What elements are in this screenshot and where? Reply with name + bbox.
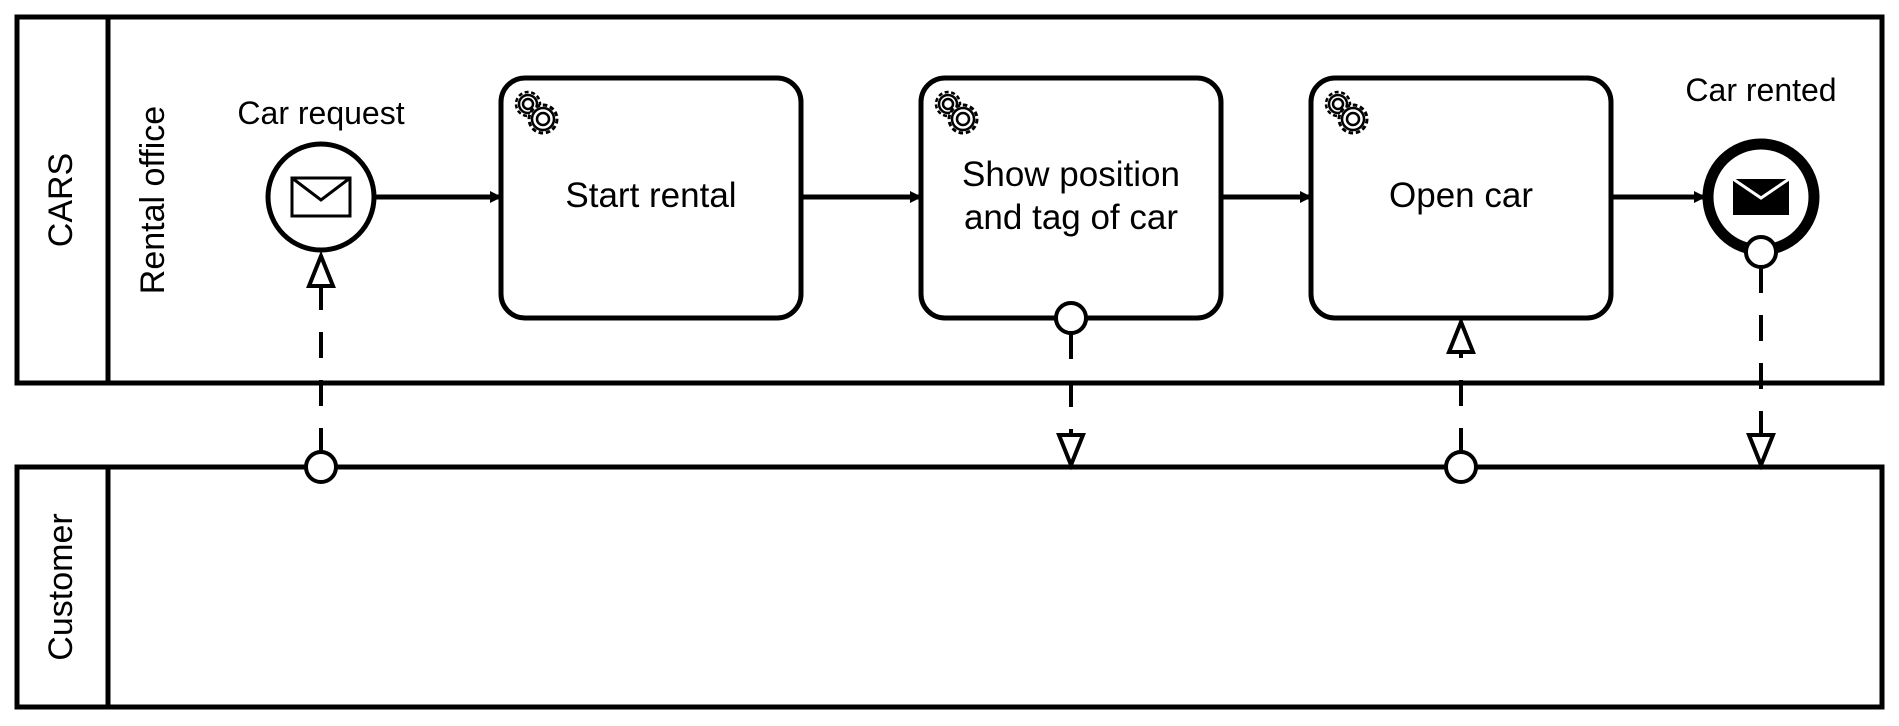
- pool-cars-label: CARS: [42, 153, 80, 247]
- message-flow-source-circle: [1744, 235, 1778, 269]
- end-event-label: Car rented: [1685, 72, 1836, 108]
- envelope-filled-icon: [1732, 177, 1790, 215]
- message-arrow-head: [306, 250, 336, 288]
- message-flow-source-circle: [304, 450, 338, 484]
- message-arrow-head: [1446, 316, 1476, 354]
- envelope-icon: [290, 176, 352, 218]
- pool-customer-label: Customer: [42, 513, 80, 660]
- message-arrow-head: [1056, 433, 1086, 471]
- task-label-line-2: and tag of car: [964, 198, 1178, 237]
- pool-customer-border: [14, 464, 1885, 710]
- task-label: Start rental: [565, 176, 736, 215]
- message-flow-source-circle: [1054, 301, 1088, 335]
- start-event-car-request[interactable]: Car request: [237, 95, 405, 253]
- lane-rental-office-label: Rental office: [134, 106, 172, 294]
- task-open-car[interactable]: Open car: [1308, 75, 1614, 321]
- task-show-position[interactable]: Show position and tag of car: [918, 75, 1224, 321]
- task-start-rental[interactable]: Start rental: [498, 75, 804, 321]
- message-flow-customer-to-open-car[interactable]: [1444, 316, 1478, 484]
- start-event-label: Car request: [237, 95, 404, 131]
- message-arrow-head: [1746, 433, 1776, 471]
- message-flow-source-circle: [1444, 450, 1478, 484]
- message-flow-car-rented-to-customer[interactable]: [1746, 267, 1776, 471]
- message-flow-customer-to-car-request[interactable]: [304, 250, 338, 484]
- task-label-line-1: Show position: [962, 155, 1180, 194]
- end-event-car-rented[interactable]: Car rented: [1685, 72, 1837, 269]
- task-label: Open car: [1389, 176, 1533, 215]
- pool-customer[interactable]: Customer: [14, 464, 1885, 710]
